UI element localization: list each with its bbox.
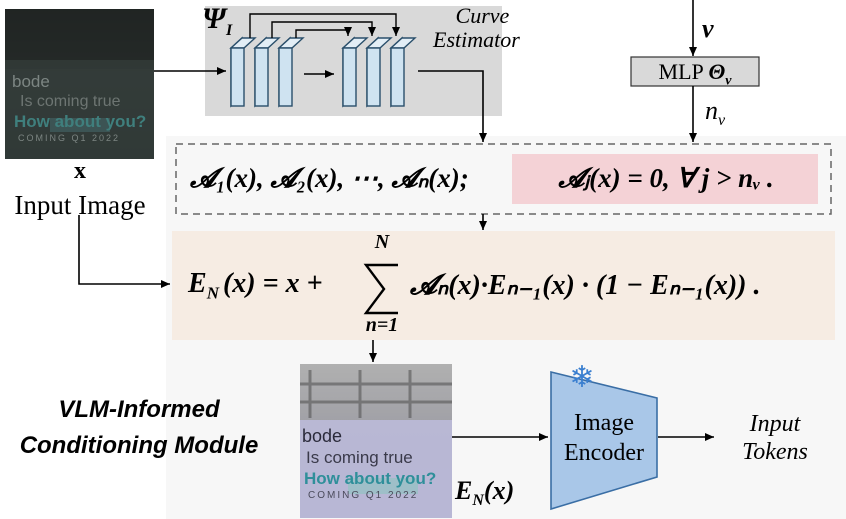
sign-line: How about you? bbox=[14, 112, 147, 131]
sum-lower-limit: n=1 bbox=[365, 314, 399, 336]
equation-lhs: EN(x) = x + bbox=[188, 268, 323, 304]
curve-maps-condition: 𝓐ⱼ(x) = 0, ∀ j > nᵥ . bbox=[558, 163, 774, 193]
encoder-label-line2: Encoder bbox=[564, 440, 644, 466]
equation-box bbox=[172, 231, 835, 340]
snowflake-icon: ❄ bbox=[569, 360, 595, 395]
n-subscript: v bbox=[718, 112, 726, 130]
curve-estimator-label: Curve Estimator bbox=[433, 3, 520, 52]
psi-subscript: I bbox=[226, 22, 233, 39]
theta-symbol: Θ bbox=[708, 59, 726, 84]
sign-line: bode bbox=[302, 426, 343, 446]
sign-line: Is coming true bbox=[306, 448, 413, 467]
tokens-label-line2: Tokens bbox=[742, 439, 808, 465]
sum-upper-limit: N bbox=[374, 231, 390, 253]
sign-line: Is coming true bbox=[20, 93, 121, 110]
image-encoder-shape bbox=[550, 370, 658, 511]
curve-estimator-blocks bbox=[229, 36, 417, 108]
tokens-label: Input Tokens bbox=[720, 410, 830, 466]
nv-variable: nv bbox=[705, 96, 725, 130]
equation-rhs: 𝓐ₙ(x)·Eₙ₋₁(x) · (1 − Eₙ₋₁(x)) . bbox=[410, 270, 761, 301]
e-symbol: E bbox=[188, 268, 207, 299]
e-symbol: E bbox=[455, 476, 473, 505]
input-image-caption: Input Image bbox=[14, 190, 146, 220]
encoder-label: Image Encoder bbox=[551, 408, 657, 468]
curve-estimator-line1: Curve bbox=[455, 3, 510, 28]
output-image bbox=[300, 364, 452, 518]
condition-box bbox=[512, 154, 818, 204]
sign-line: bode bbox=[12, 72, 50, 91]
tokens-label-line1: Input bbox=[749, 411, 801, 437]
output-image-text: bode Is coming true How about you? COMIN… bbox=[300, 426, 452, 516]
v-variable: v bbox=[702, 14, 714, 43]
mlp-box bbox=[630, 56, 760, 87]
input-image-var: x bbox=[74, 158, 86, 184]
psi-symbol: Ψ bbox=[202, 2, 226, 35]
n-symbol: n bbox=[705, 96, 718, 125]
lhs-argument: (x) = x + bbox=[222, 268, 323, 299]
output-image-var: EN(x) bbox=[455, 476, 514, 510]
module-label-line2: Conditioning Module bbox=[19, 432, 259, 459]
mlp-text: MLP bbox=[658, 59, 703, 84]
encoder-label-line1: Image bbox=[574, 410, 634, 436]
mlp-label: MLP Θv bbox=[631, 57, 759, 89]
arrow-estimator-to-maps bbox=[418, 70, 487, 142]
module-label: VLM-Informed Conditioning Module bbox=[0, 392, 278, 464]
output-var-argument: (x) bbox=[483, 476, 515, 505]
e-subscript: N bbox=[206, 283, 219, 303]
module-label-line1: VLM-Informed bbox=[58, 396, 220, 423]
skip-connections bbox=[249, 13, 400, 38]
curve-estimator-symbol: ΨI bbox=[202, 2, 232, 40]
arrow-image-to-equation bbox=[78, 215, 170, 288]
sign-line: COMING Q1 2022 bbox=[18, 133, 121, 143]
theta-subscript: v bbox=[725, 73, 732, 89]
summation-sign bbox=[363, 263, 398, 315]
e-subscript: N bbox=[472, 492, 484, 510]
input-image bbox=[5, 9, 154, 159]
curve-estimator-line2: Estimator bbox=[433, 27, 520, 52]
sign-line: How about you? bbox=[304, 469, 437, 488]
input-image-text: bode Is coming true How about you? COMIN… bbox=[8, 72, 154, 158]
curve-maps-sequence: 𝓐₁(x), 𝓐₂(x), ⋯, 𝓐ₙ(x); bbox=[190, 163, 469, 193]
sign-line: COMING Q1 2022 bbox=[308, 490, 419, 501]
curve-maps-box bbox=[175, 143, 832, 215]
